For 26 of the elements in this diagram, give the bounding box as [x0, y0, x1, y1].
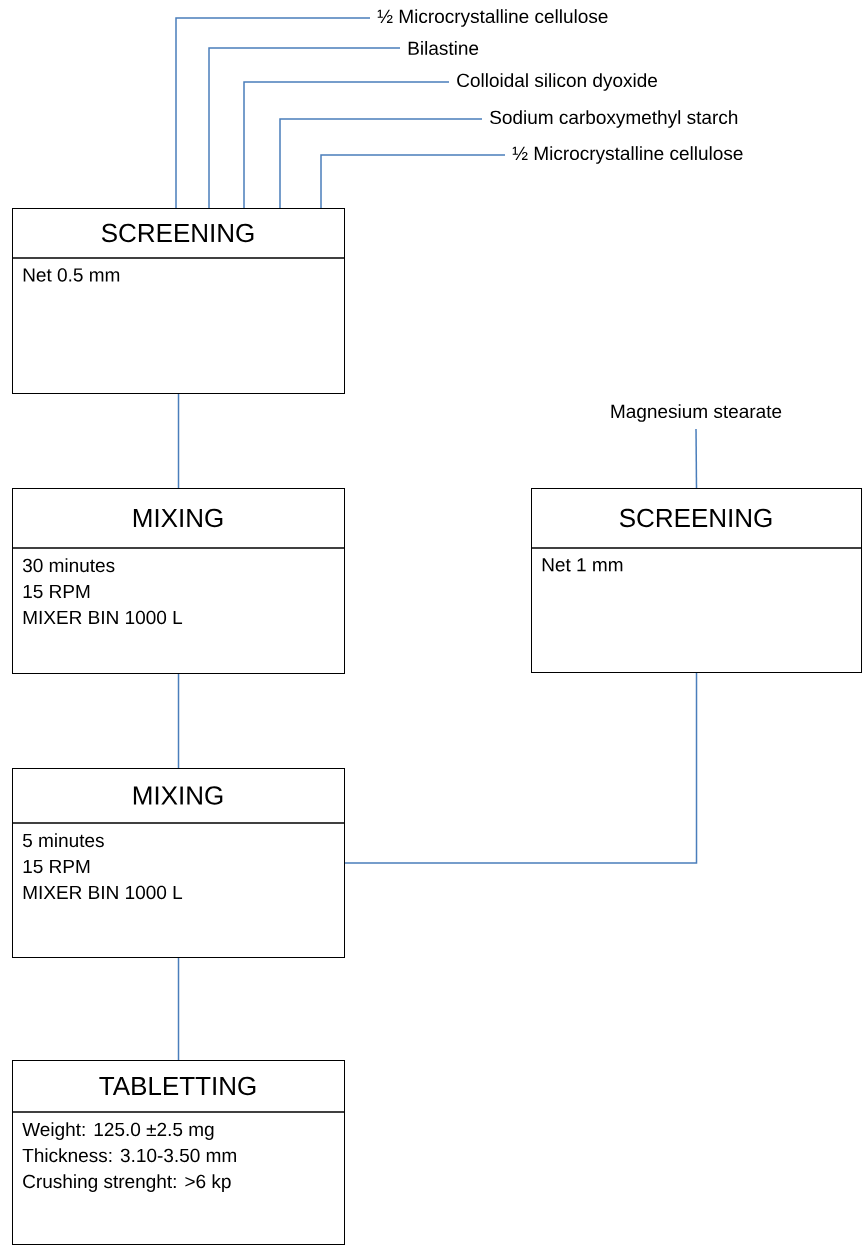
connector-line — [279, 118, 483, 209]
connector-line — [177, 393, 180, 489]
box-text: 30 minutes 15 RPM MIXER BIN 1000 L — [22, 558, 183, 625]
ingredient-label: Colloidal silicon dyoxide — [457, 73, 657, 91]
box-heading: MIXING — [133, 786, 223, 805]
connector-line — [243, 81, 450, 209]
box-heading: MIXING — [133, 508, 223, 528]
box-text: Net 1 mm — [542, 558, 623, 572]
connector-line — [344, 672, 698, 864]
ingredient-label: ½ Microcrystalline cellulose — [377, 9, 608, 27]
box-text: Weight: 125.0 ±2.5 mg Thickness: 3.10-3.50 mm Crushing strenght: >6 kp — [22, 1122, 236, 1192]
box-heading: SCREENING — [101, 223, 254, 243]
connector-line — [208, 47, 401, 209]
box-text: Net 0.5 mm — [23, 268, 120, 282]
ingredient-label: Magnesium stearate — [611, 404, 782, 422]
connector-line — [175, 17, 371, 209]
connector-line — [320, 154, 506, 209]
connector-line — [177, 673, 180, 769]
ingredient-label: Bilastine — [408, 41, 479, 55]
connector-line — [695, 428, 698, 489]
box-text: 5 minutes 15 RPM MIXER BIN 1000 L — [22, 833, 183, 900]
ingredient-label: ½ Microcrystalline cellulose — [512, 146, 743, 164]
box-heading: TABLETTING — [99, 1076, 256, 1096]
ingredient-label: Sodium carboxymethyl starch — [490, 110, 738, 128]
connector-line — [177, 957, 180, 1061]
box-heading: SCREENING — [619, 508, 772, 528]
